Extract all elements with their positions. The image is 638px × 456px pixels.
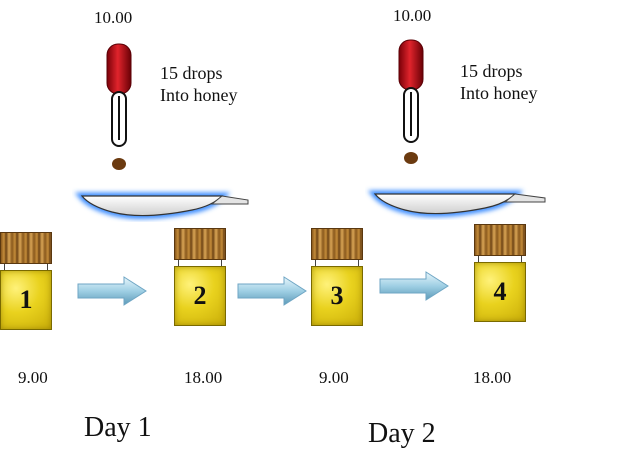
day-label-2: Day 2 bbox=[368, 418, 436, 449]
spoon-icon-right bbox=[367, 190, 546, 218]
note-line-1: 15 drops bbox=[460, 61, 523, 81]
honey-jar-3: 3 bbox=[311, 228, 363, 326]
jar-lid bbox=[0, 232, 52, 264]
arrow-icon-1 bbox=[77, 276, 147, 306]
day-label-1: Day 1 bbox=[84, 412, 152, 443]
jar-time-2: 18.00 bbox=[184, 368, 223, 387]
dropper-time-right: 10.00 bbox=[393, 6, 432, 25]
jar-time-1: 9.00 bbox=[18, 368, 48, 387]
jar-label: 2 bbox=[193, 281, 207, 310]
jar-label: 1 bbox=[19, 285, 33, 314]
note-line-2: Into honey bbox=[460, 83, 538, 103]
jar-neck bbox=[478, 256, 522, 262]
dropper-icon-left bbox=[106, 43, 132, 170]
arrow-icon-2 bbox=[237, 276, 307, 306]
note-line-2: Into honey bbox=[160, 85, 238, 105]
honey-jar-2: 2 bbox=[174, 228, 226, 326]
dropper-time-left: 10.00 bbox=[94, 8, 133, 27]
jar-neck bbox=[4, 264, 48, 270]
honey-jar-1: 1 bbox=[0, 232, 52, 330]
dropper-icon-right bbox=[398, 39, 424, 164]
jar-time-3: 9.00 bbox=[319, 368, 349, 387]
dropper-note-left: 15 drops Into honey bbox=[160, 62, 237, 106]
jar-body: 4 bbox=[474, 262, 526, 322]
spoon-icon-left bbox=[74, 192, 249, 220]
jar-lid bbox=[174, 228, 226, 260]
drop-icon bbox=[404, 152, 418, 164]
honey-jar-4: 4 bbox=[474, 224, 526, 322]
dropper-note-right: 15 drops Into honey bbox=[460, 60, 537, 104]
jar-body: 1 bbox=[0, 270, 52, 330]
jar-label: 3 bbox=[330, 281, 344, 310]
jar-lid bbox=[311, 228, 363, 260]
jar-label: 4 bbox=[493, 277, 507, 306]
jar-neck bbox=[315, 260, 359, 266]
jar-lid bbox=[474, 224, 526, 256]
note-line-1: 15 drops bbox=[160, 63, 223, 83]
jar-time-4: 18.00 bbox=[473, 368, 512, 387]
jar-body: 3 bbox=[311, 266, 363, 326]
jar-body: 2 bbox=[174, 266, 226, 326]
drop-icon bbox=[112, 158, 126, 170]
arrow-icon-3 bbox=[379, 271, 449, 301]
jar-neck bbox=[178, 260, 222, 266]
